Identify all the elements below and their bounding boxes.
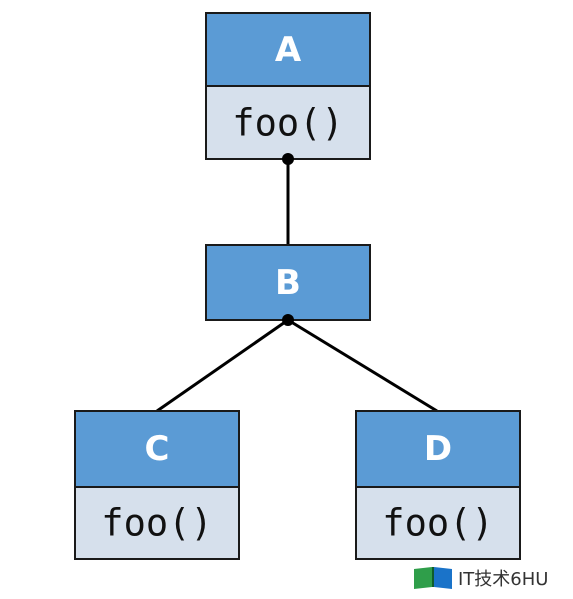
class-box-a: A foo() (205, 12, 371, 160)
watermark-text: IT技术6HU (458, 569, 549, 590)
class-c-header (74, 410, 240, 488)
class-box-d: D foo() (355, 410, 521, 560)
connector-dot-a (282, 153, 294, 165)
class-box-b: B (205, 244, 371, 321)
class-b-name: B (275, 263, 301, 303)
connector-b-c (156, 318, 289, 413)
class-c-method: foo() (101, 502, 212, 545)
class-box-c: C foo() (74, 410, 240, 560)
watermark: IT技术6HU (412, 565, 548, 591)
class-c-name: C (145, 429, 170, 469)
class-a-name: A (275, 30, 302, 70)
connector-dot-b (282, 314, 294, 326)
connector-b-d (287, 318, 438, 413)
class-d-method: foo() (382, 502, 493, 545)
class-a-method: foo() (232, 102, 343, 145)
class-a-body (205, 85, 371, 160)
class-c-body (74, 486, 240, 560)
class-d-name: D (424, 429, 452, 469)
open-book-logo-icon (414, 567, 452, 589)
class-d-body (355, 486, 521, 560)
class-d-header (355, 410, 521, 488)
